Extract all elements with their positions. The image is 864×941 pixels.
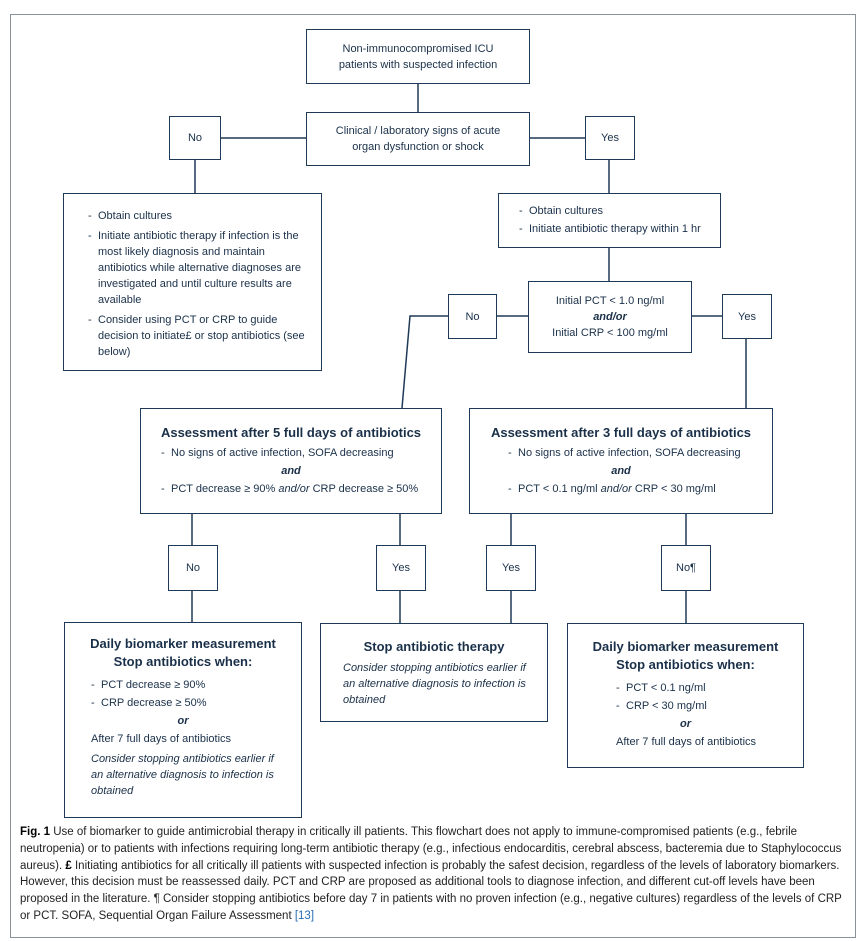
daily1-title2: Stop antibiotics when: (113, 654, 253, 669)
list-item: Obtain cultures (519, 203, 710, 219)
no-label-box: No¶ (661, 545, 711, 591)
right-action-box: Obtain cultures Initiate antibiotic ther… (498, 193, 721, 248)
yes-label-box: Yes (585, 116, 635, 160)
stop-note: Consider stopping antibiotics earlier if… (343, 662, 526, 706)
no-label: No (185, 562, 201, 574)
signs-line2: organ dysfunction or shock (352, 141, 484, 153)
assessment-3-days-box: Assessment after 3 full days of antibiot… (469, 408, 773, 514)
daily2-title2: Stop antibiotics when: (616, 657, 755, 672)
start-box: Non-immunocompromised ICU patients with … (306, 29, 530, 84)
yes-label: Yes (738, 310, 756, 323)
list-item: Initiate antibiotic therapy if infection… (88, 228, 307, 308)
daily2-title1: Daily biomarker measurement (592, 639, 779, 654)
no-label-box: No (168, 545, 218, 591)
list-item: Initiate antibiotic therapy within 1 hr (519, 221, 710, 237)
list-item: PCT decrease ≥ 90% (91, 677, 291, 693)
biomarker-andor: and/or (593, 311, 627, 323)
assessment-5-days-box: Assessment after 5 full days of antibiot… (140, 408, 442, 514)
assessment-3-andor: and/or (600, 483, 632, 495)
yes-label-box: Yes (486, 545, 536, 591)
daily1-note: Consider stopping antibiotics earlier if… (91, 753, 274, 797)
assessment-5-item2a: PCT decrease ≥ 90% (171, 483, 279, 495)
daily2-after: After 7 full days of antibiotics (616, 736, 757, 748)
biomarker-line2: Initial CRP < 100 mg/ml (552, 327, 668, 339)
daily1-title1: Daily biomarker measurement (90, 636, 276, 651)
list-item: PCT < 0.1 ng/ml (616, 680, 793, 696)
no-label: No¶ (676, 562, 696, 574)
caption-label: Fig. 1 (20, 826, 51, 838)
yes-label-box: Yes (722, 294, 772, 339)
yes-label: Yes (601, 132, 619, 144)
connector (401, 315, 448, 409)
stop-therapy-box: Stop antibiotic therapy Consider stoppin… (320, 623, 548, 722)
assessment-5-item2b: CRP decrease ≥ 50% (309, 483, 419, 495)
daily1-after: After 7 full days of antibiotics (91, 733, 232, 745)
list-item: Consider using PCT or CRP to guide decis… (88, 312, 307, 360)
daily2-or: or (680, 718, 691, 730)
assessment-3-item2a: PCT < 0.1 ng/ml (518, 483, 601, 495)
caption-pound: £ (65, 859, 72, 872)
no-label: No (187, 132, 203, 144)
assessment-5-and: and (281, 465, 301, 477)
no-label: No (465, 310, 480, 323)
list-item: PCT < 0.1 ng/ml and/or CRP < 30 mg/ml (508, 481, 764, 497)
daily-biomarker-box-right: Daily biomarker measurement Stop antibio… (567, 623, 804, 768)
initial-biomarker-box: Initial PCT < 1.0 ng/ml and/or Initial C… (528, 281, 692, 353)
yes-label: Yes (502, 562, 520, 574)
list-item: CRP decrease ≥ 50% (91, 695, 291, 711)
caption-text1: Use of biomarker to guide antimicrobial … (20, 826, 842, 872)
yes-label-box: Yes (376, 545, 426, 591)
figure-frame (10, 14, 856, 938)
assessment-3-title: Assessment after 3 full days of antibiot… (490, 425, 752, 440)
assessment-5-title: Assessment after 5 full days of antibiot… (160, 425, 422, 440)
stop-title: Stop antibiotic therapy (363, 639, 505, 654)
list-item: No signs of active infection, SOFA decre… (161, 445, 433, 461)
start-line2: patients with suspected infection (338, 58, 498, 71)
figure-caption: Fig. 1 Use of biomarker to guide antimic… (20, 824, 848, 925)
caption-text2: Initiating antibiotics for all criticall… (20, 859, 842, 922)
yes-label: Yes (392, 562, 410, 574)
daily-biomarker-box-left: Daily biomarker measurement Stop antibio… (64, 622, 302, 818)
daily1-or: or (177, 715, 189, 727)
list-item: No signs of active infection, SOFA decre… (508, 445, 764, 461)
signs-line1: Clinical / laboratory signs of acute (335, 125, 501, 137)
list-item: CRP < 30 mg/ml (616, 698, 793, 714)
assessment-3-item2b: CRP < 30 mg/ml (631, 483, 716, 495)
organ-dysfunction-box: Clinical / laboratory signs of acute org… (306, 112, 530, 166)
no-label-box: No (448, 294, 497, 339)
assessment-5-andor: and/or (278, 483, 310, 495)
assessment-3-and: and (611, 465, 631, 477)
list-item: Obtain cultures (88, 208, 307, 224)
no-label-box: No (169, 116, 221, 160)
caption-ref-link[interactable]: [13] (294, 909, 315, 922)
list-item: PCT decrease ≥ 90% and/or CRP decrease ≥… (161, 481, 433, 497)
left-action-box: Obtain cultures Initiate antibiotic ther… (63, 193, 322, 371)
start-line1: Non-immunocompromised ICU (342, 42, 494, 55)
biomarker-line1: Initial PCT < 1.0 ng/ml (555, 295, 665, 307)
